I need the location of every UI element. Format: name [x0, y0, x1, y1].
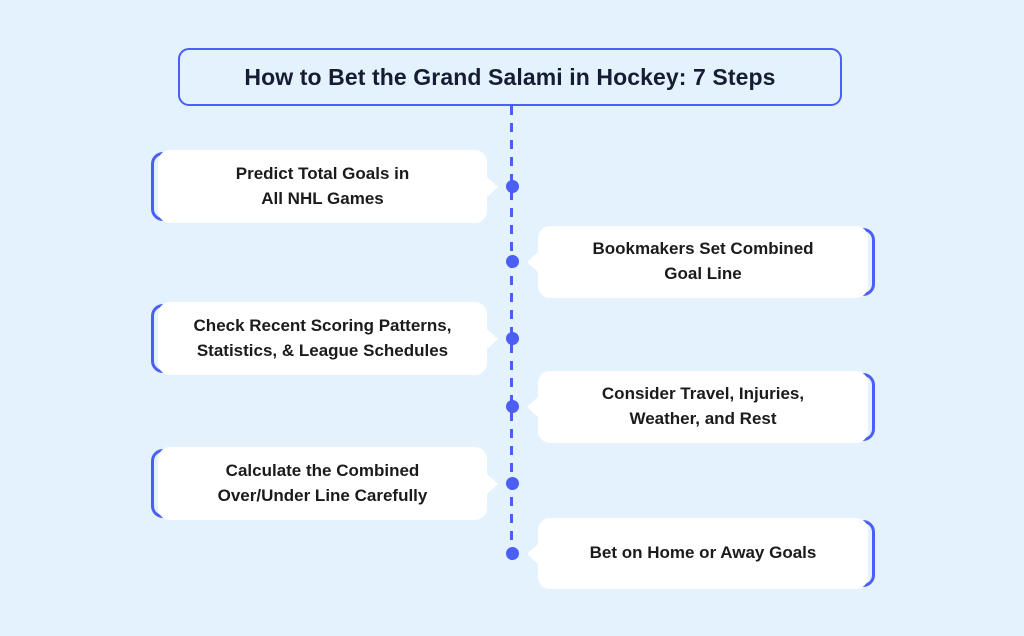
timeline-step-card-2[interactable]: Bookmakers Set Combined Goal Line	[527, 226, 875, 298]
timeline-dot-5	[506, 477, 519, 490]
card-body: Predict Total Goals in All NHL Games	[158, 150, 498, 223]
card-body: Bet on Home or Away Goals	[527, 518, 868, 589]
timeline-dot-2	[506, 255, 519, 268]
card-accent-bar	[861, 373, 875, 441]
card-accent-bar	[151, 449, 165, 518]
timeline-step-card-1[interactable]: Predict Total Goals in All NHL Games	[151, 150, 498, 223]
card-body: Check Recent Scoring Patterns, Statistic…	[158, 302, 498, 375]
timeline-dot-6	[506, 547, 519, 560]
card-body: Consider Travel, Injuries, Weather, and …	[527, 371, 868, 443]
timeline-step-label-4: Consider Travel, Injuries, Weather, and …	[601, 384, 805, 428]
card-pointer-icon	[527, 542, 539, 565]
card-accent-bar	[861, 228, 875, 296]
timeline-dot-1	[506, 180, 519, 193]
card-pointer-icon	[527, 251, 539, 273]
timeline-step-card-6[interactable]: Bet on Home or Away Goals	[527, 518, 875, 589]
timeline-dashed-line	[510, 106, 513, 554]
timeline-step-card-4[interactable]: Consider Travel, Injuries, Weather, and …	[527, 371, 875, 443]
card-accent-bar	[151, 152, 165, 221]
card-pointer-icon	[527, 396, 539, 418]
timeline-step-card-5[interactable]: Calculate the Combined Over/Under Line C…	[151, 447, 498, 520]
timeline-step-label-2: Bookmakers Set Combined Goal Line	[592, 239, 814, 283]
page-title: How to Bet the Grand Salami in Hockey: 7…	[178, 48, 842, 106]
card-accent-bar	[861, 520, 875, 587]
timeline-step-label-6: Bet on Home or Away Goals	[589, 543, 817, 563]
timeline-step-card-3[interactable]: Check Recent Scoring Patterns, Statistic…	[151, 302, 498, 375]
timeline-dot-4	[506, 400, 519, 413]
timeline-step-label-1: Predict Total Goals in All NHL Games	[235, 163, 410, 208]
card-pointer-icon	[486, 472, 498, 495]
card-pointer-icon	[486, 175, 498, 198]
timeline-step-label-5: Calculate the Combined Over/Under Line C…	[217, 460, 428, 505]
timeline-step-label-3: Check Recent Scoring Patterns, Statistic…	[193, 315, 452, 360]
card-accent-bar	[151, 304, 165, 373]
card-body: Bookmakers Set Combined Goal Line	[527, 226, 868, 298]
card-body: Calculate the Combined Over/Under Line C…	[158, 447, 498, 520]
page-title-text: How to Bet the Grand Salami in Hockey: 7…	[244, 63, 776, 90]
timeline-dot-3	[506, 332, 519, 345]
card-pointer-icon	[486, 327, 498, 350]
